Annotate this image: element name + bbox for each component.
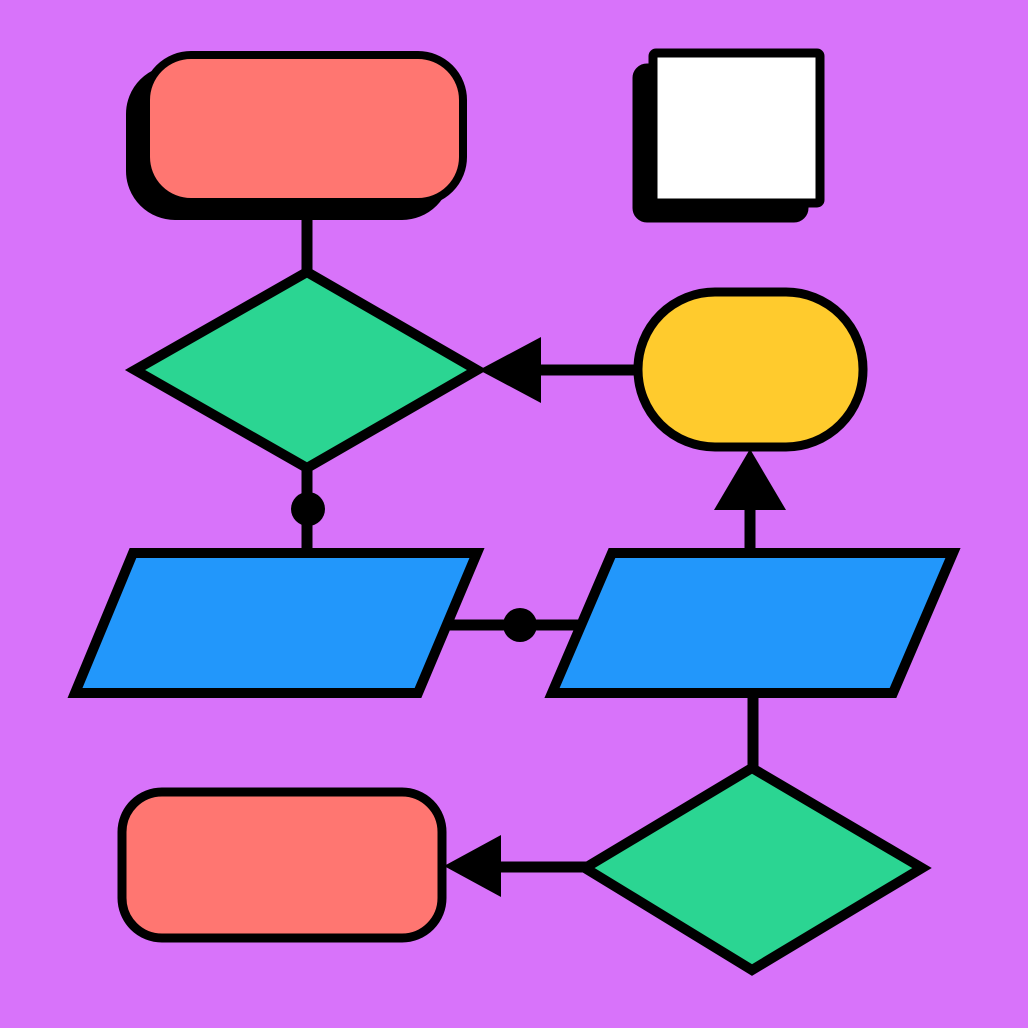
arrowhead-into-terminator-bottom — [444, 835, 501, 897]
io-left-node — [67, 548, 485, 698]
arrowhead-into-pill — [714, 449, 786, 510]
junction-dot-top — [291, 492, 325, 526]
decision-bottom-node — [575, 762, 932, 976]
terminator-bottom-node — [117, 787, 447, 943]
terminator-top-node — [142, 51, 467, 206]
card-square-node — [648, 48, 825, 208]
junction-dot-middle — [503, 608, 537, 642]
io-right-node — [544, 548, 961, 698]
terminator-pill-node — [633, 287, 868, 452]
decision-top-node — [124, 266, 488, 474]
arrowhead-into-decision-top — [479, 337, 541, 403]
